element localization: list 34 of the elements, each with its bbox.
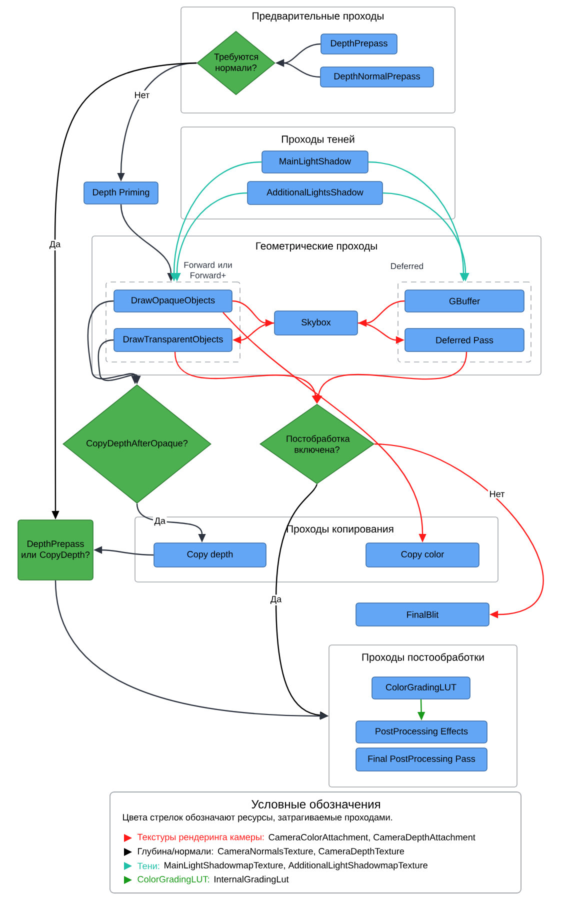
process-box: Copy color xyxy=(366,542,480,568)
edge-label: Да xyxy=(269,594,283,606)
edge-label: Нет xyxy=(132,90,152,100)
edge-label: Да xyxy=(48,240,62,250)
decision-box: DepthPrepass или CopyDepth? xyxy=(18,520,94,580)
node-label: Deferred xyxy=(391,262,424,270)
process-box: DrawTransparentObjects xyxy=(114,328,232,352)
legend-key: ColorGradingLUT: xyxy=(138,876,209,884)
arrow xyxy=(374,443,544,618)
legend-key: Тени: xyxy=(137,862,160,870)
process-box: Deferred Pass xyxy=(404,328,524,352)
legend-key: Глубина/нормали: xyxy=(138,848,213,856)
process-box: DepthPrepass xyxy=(320,34,398,54)
legend-description: InternalGradingLut xyxy=(214,876,289,884)
legend-title: Условные обозначения xyxy=(252,800,380,808)
process-box: Copy depth xyxy=(154,542,266,568)
legend-description: MainLightShadowmapTexture, AdditionalLightShadowmapTexture xyxy=(164,862,428,870)
process-box: DepthNormalPrepass xyxy=(320,66,434,88)
process-box: Final PostProcessing Pass xyxy=(356,748,488,772)
process-box: DrawOpaqueObjects xyxy=(114,290,232,312)
legend-key: Текстуры рендеринга камеры: xyxy=(137,834,264,842)
process-box: Depth Priming xyxy=(84,182,158,204)
process-box: MainLightShadow xyxy=(262,150,368,174)
process-box: GBuffer xyxy=(404,290,524,312)
node-label: Forward или Forward+ xyxy=(184,262,232,278)
process-box: FinalBlit xyxy=(356,602,490,626)
edge-label: Нет xyxy=(488,490,506,498)
process-box: ColorGradingLUT xyxy=(372,676,470,700)
legend-description: CameraColorAttachment, CameraDepthAttachment xyxy=(268,834,476,842)
legend-description: CameraNormalsTexture, CameraDepthTexture xyxy=(218,848,404,856)
legend-note: Цвета стрелок обозначают ресурсы, затрагиваемые проходами. xyxy=(123,814,392,822)
process-box: PostProcessing Effects xyxy=(356,720,488,744)
process-box: Skybox xyxy=(274,310,358,336)
process-box: AdditionalLightsShadow xyxy=(247,181,383,205)
